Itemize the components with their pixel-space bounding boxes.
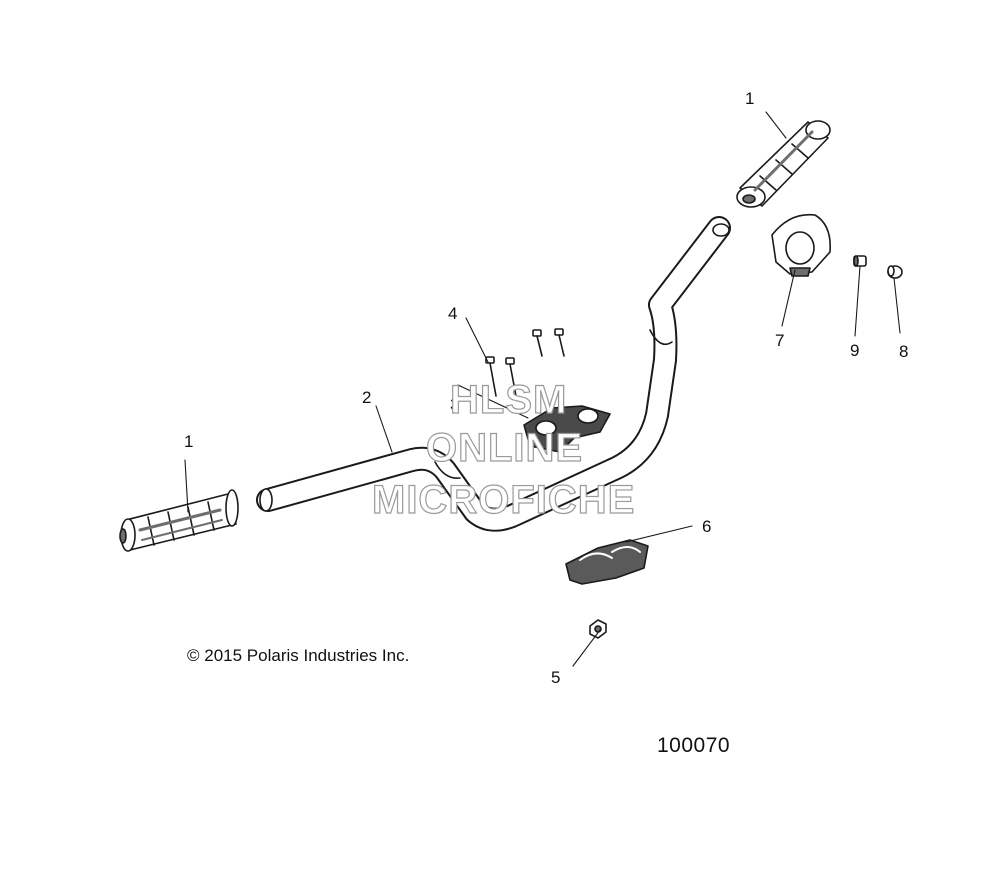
end-screw bbox=[853, 255, 867, 267]
handlebar bbox=[256, 216, 731, 532]
callout-handlebar: 2 bbox=[362, 388, 372, 407]
nut bbox=[589, 619, 607, 639]
watermark-line-1: HLSM bbox=[449, 378, 568, 422]
bolts bbox=[485, 328, 565, 397]
callout-lower-clamp: 6 bbox=[702, 517, 712, 536]
lower-clamp bbox=[565, 539, 649, 585]
callout-end-weight: 7 bbox=[775, 331, 785, 350]
callout-upper-clamp: 3 bbox=[450, 395, 460, 414]
grip-right bbox=[736, 120, 831, 208]
watermark-line-2: ONLINE bbox=[425, 426, 584, 470]
leader-lines bbox=[184, 111, 901, 667]
callout-end-cap: 8 bbox=[899, 342, 909, 361]
upper-clamp bbox=[523, 405, 611, 453]
bar-end-weight bbox=[771, 213, 832, 277]
callout-nut: 5 bbox=[551, 668, 561, 687]
copyright-notice: © 2015 Polaris Industries Inc. bbox=[187, 646, 410, 665]
grip-left bbox=[119, 489, 239, 552]
callout-grip-right: 1 bbox=[745, 89, 755, 108]
end-cap bbox=[887, 265, 903, 279]
callout-bolt: 4 bbox=[448, 304, 458, 323]
callout-grip-left: 1 bbox=[184, 432, 194, 451]
callout-end-screw: 9 bbox=[850, 341, 860, 360]
drawing-number: 100070 bbox=[657, 734, 731, 757]
watermark-line-3: MICROFICHE bbox=[371, 478, 636, 522]
